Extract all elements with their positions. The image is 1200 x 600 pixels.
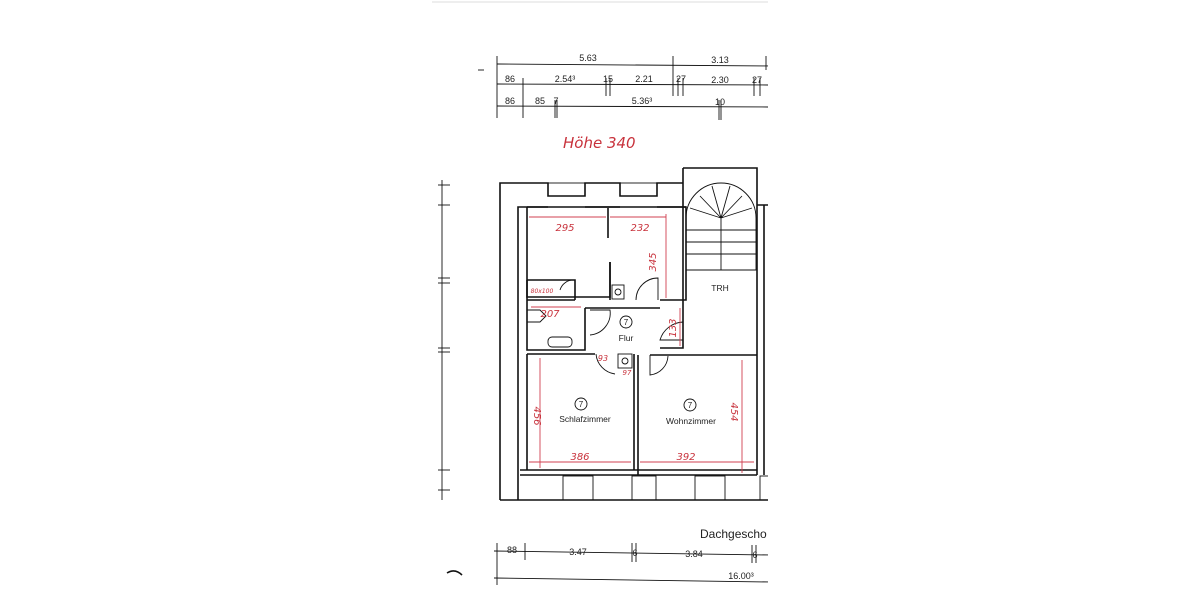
measure-295: 295 [555, 223, 574, 234]
dim-3-13: 3.13 [711, 55, 729, 65]
room-wohnzimmer: 7 Wohnzimmer [666, 398, 716, 426]
dim-3-47: 3.47 [569, 547, 587, 557]
room-number: 7 [624, 318, 629, 327]
dim-5-63: 5.63 [579, 53, 597, 63]
room-flur: 7 Flur [619, 315, 634, 343]
dim-5-36: 5.36³ [632, 96, 653, 106]
measure-386: 386 [570, 452, 589, 463]
dim-6: 6 [752, 550, 757, 560]
dim-2-54: 2.54³ [555, 74, 576, 84]
floor-label: Dachgescho [700, 527, 767, 541]
measure-207: 207 [540, 309, 560, 320]
measure-345: 345 [648, 252, 659, 271]
handwritten-measure-lines [529, 214, 754, 473]
walls [499, 167, 768, 501]
dim-15: 15 [603, 74, 613, 84]
measure-454: 454 [728, 402, 739, 421]
dim-86: 86 [505, 96, 515, 106]
room-label-trh: TRH [711, 283, 728, 293]
dim-86: 86 [505, 74, 515, 84]
top-dimension-lines [478, 56, 768, 120]
room-label-flur: Flur [619, 333, 634, 343]
height-note: Höhe 340 [563, 134, 636, 152]
dim-2-21: 2.21 [635, 74, 653, 84]
bottom-dimension-lines [446, 543, 768, 585]
dim-3-84: 3.84 [685, 549, 703, 559]
measure-93: 93 [598, 354, 608, 363]
dim-27: 27 [752, 75, 762, 85]
measure-392: 392 [676, 452, 695, 463]
dim-6: 6 [632, 548, 637, 558]
room-number: 7 [579, 400, 584, 409]
dim-10: 10 [715, 97, 725, 107]
dim-88: 88 [507, 545, 517, 555]
room-number: 7 [688, 401, 693, 410]
dim-16-00: 16.00³ [728, 571, 754, 581]
room-schlafzimmer: 7 Schlafzimmer [559, 397, 611, 424]
dim-27: 27 [676, 74, 686, 84]
measure-shower: 80x100 [531, 288, 554, 295]
dim-2-30: 2.30 [711, 75, 729, 85]
measure-456: 456 [531, 406, 542, 425]
measure-97: 97 [623, 369, 632, 377]
measure-133: 133 [668, 318, 679, 337]
room-label-wohnzimmer: Wohnzimmer [666, 416, 716, 426]
left-dimension-line [438, 180, 450, 500]
dim-7: 7 [553, 96, 558, 106]
dim-85: 85 [535, 96, 545, 106]
room-label-schlafzimmer: Schlafzimmer [559, 414, 611, 424]
measure-232: 232 [630, 223, 649, 234]
